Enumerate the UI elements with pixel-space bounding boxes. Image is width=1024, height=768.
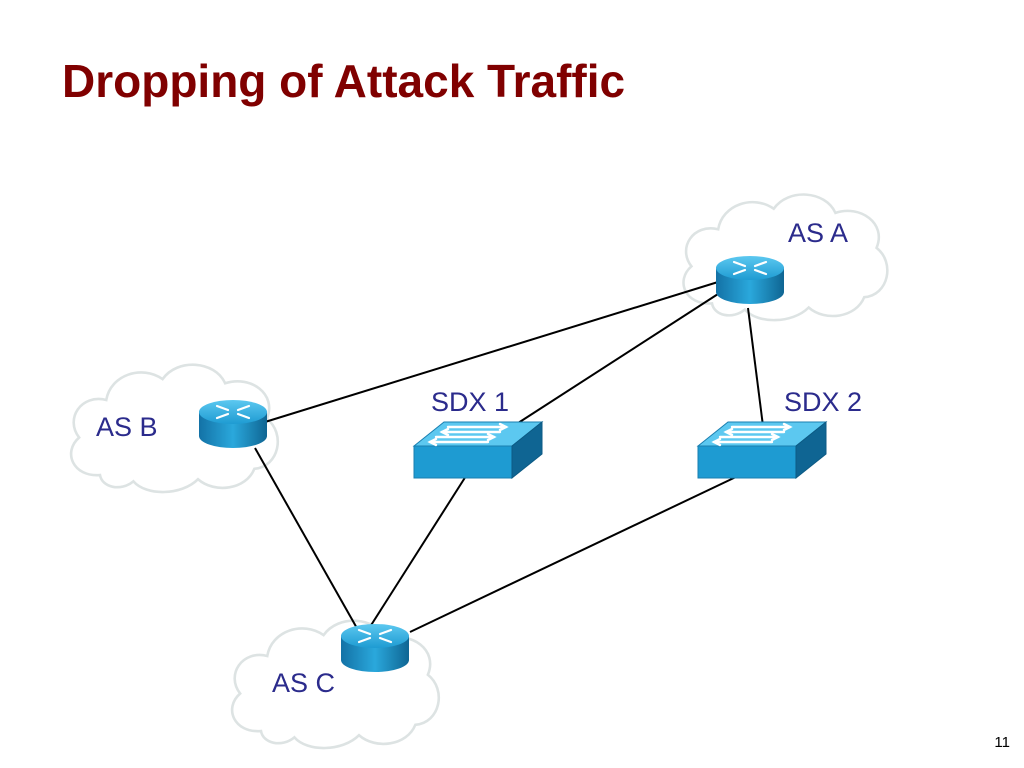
cloud-icon-as-a	[682, 193, 889, 322]
link-sdx1-as-c	[367, 475, 467, 631]
label-sdx-2: SDX 2	[784, 387, 862, 417]
router-icon-as-a	[716, 256, 784, 304]
switch-icon-sdx-2	[696, 420, 828, 480]
slide-number: 11	[994, 734, 1010, 751]
link-sdx1-as-a	[514, 293, 719, 426]
link-as-b-as-a	[264, 281, 719, 423]
label-sdx-1: SDX 1	[431, 387, 509, 417]
switch-icon-sdx-1	[412, 420, 544, 480]
slide-title: Dropping of Attack Traffic	[62, 55, 626, 107]
router-icon-as-c	[341, 624, 409, 672]
link-as-a-sdx2	[747, 307, 764, 427]
label-as-a: AS A	[788, 218, 848, 248]
router-icon-as-b	[199, 400, 267, 448]
link-as-b-as-c	[254, 447, 359, 631]
label-as-c: AS C	[272, 668, 335, 698]
label-as-b: AS B	[96, 412, 158, 442]
link-sdx2-as-c	[409, 475, 739, 633]
